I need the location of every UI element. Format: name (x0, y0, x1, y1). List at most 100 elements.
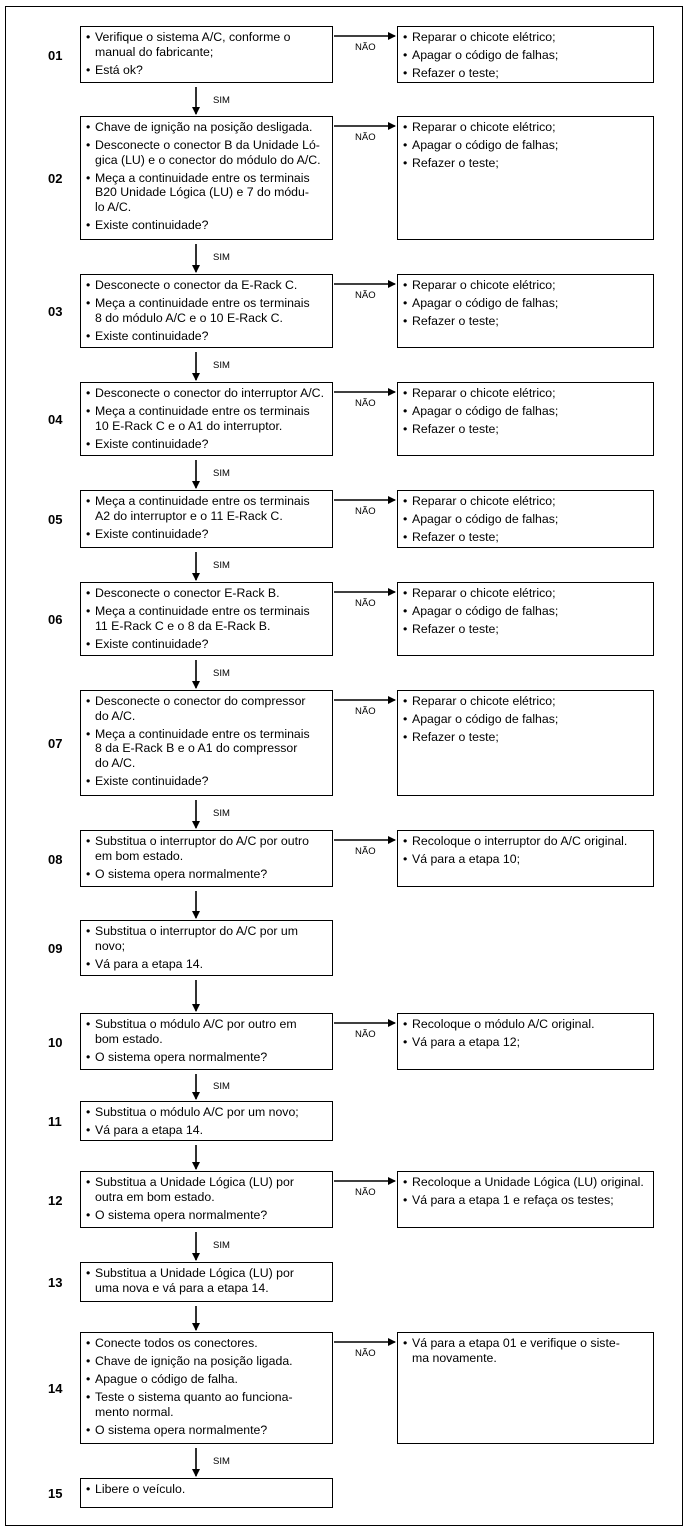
bullet-icon: • (403, 511, 408, 526)
bullet-icon: • (86, 1105, 91, 1119)
bullet-icon: • (86, 120, 91, 134)
yes-label: SIM (213, 468, 230, 479)
item-text: Apagar o código de falhas; (412, 403, 559, 418)
no-label: NÃO (355, 1029, 376, 1040)
bullet-icon: • (86, 278, 91, 292)
step-number: 10 (48, 1034, 63, 1050)
list-item: •Reparar o chicote elétrico; (403, 120, 649, 135)
item-text: Apagar o código de falhas; (412, 137, 559, 152)
item-text: Está ok? (95, 62, 143, 77)
yes-label: SIM (213, 252, 230, 263)
bullet-icon: • (86, 773, 91, 788)
item-text: Teste o sistema quanto ao funciona- ment… (95, 1389, 293, 1419)
list-item: •Refazer o teste; (403, 422, 649, 437)
step-number: 09 (48, 941, 63, 956)
no-action-box: •Reparar o chicote elétrico; • Apagar o có… (397, 116, 654, 240)
bullet-icon: • (403, 1017, 408, 1031)
item-text: Refazer o teste; (412, 621, 499, 636)
step-number: 13 (48, 1275, 63, 1290)
item-text: Existe continuidade? (95, 526, 209, 541)
list-item: •Meça a continuidade entre os terminais … (86, 404, 328, 433)
item-text: Meça a continuidade entre os terminais A… (95, 494, 310, 523)
no-action-box: •Reparar o chicote elétrico;•Apagar o có… (397, 26, 654, 83)
bullet-icon: • (86, 1207, 91, 1222)
step-box: •Chave de ignição na posição desligada.•… (80, 116, 333, 240)
bullet-icon: • (86, 586, 91, 600)
list-item: •O sistema opera normalmente? (86, 1050, 328, 1065)
item-text: Substitua o interruptor do A/C por um no… (95, 924, 299, 953)
no-action-box: •Vá para a etapa 01 e verifique o siste-… (397, 1332, 654, 1444)
list-item: •Vá para a etapa 14. (86, 957, 328, 972)
yes-label: SIM (213, 668, 230, 679)
yes-label: SIM (213, 1080, 230, 1092)
list-item: •Desconecte o conector B da Unidade Ló- … (86, 138, 328, 167)
list-item: •Desconecte o conector da E-Rack C. (86, 278, 328, 293)
item-text: Chave de ignição na posição ligada. (95, 1353, 293, 1368)
item-text: Apagar o código de falhas; (412, 603, 559, 618)
no-label: NÃO (355, 132, 376, 143)
bullet-icon: • (86, 1175, 91, 1189)
list-item: •Reparar o chicote elétrico; (403, 386, 649, 401)
no-action-box: •Recoloque o módulo A/C original.•Vá par… (397, 1013, 654, 1070)
item-text: Substitua a Unidade Lógica (LU) por outr… (95, 1175, 294, 1204)
list-item: •Recoloque a Unidade Lógica (LU) origina… (403, 1175, 649, 1190)
step-box: • Meça a continuidade entre os terminais … (80, 490, 333, 548)
list-item: • Apagar o código de falhas; (403, 604, 649, 619)
list-item: • Existe continuidade? (86, 774, 328, 789)
list-item: •Substitua o módulo A/C por outro em bom… (86, 1017, 328, 1046)
list-item: •Vá para a etapa 1 e refaça os testes; (403, 1193, 649, 1208)
step-box: •Libere o veículo. (80, 1478, 333, 1508)
list-item: •Libere o veículo. (86, 1482, 328, 1497)
item-text: Meça a continuidade entre os terminais 8… (95, 726, 310, 770)
item-text: Recoloque o módulo A/C original. (412, 1017, 595, 1031)
no-action-box: •Reparar o chicote elétrico;•Apagar o có… (397, 490, 654, 548)
step-box: •Desconecte o conector da E-Rack C.•Meça… (80, 274, 333, 348)
list-item: •Meça a continuidade entre os terminais … (86, 494, 328, 523)
list-item: •Apagar o código de falhas; (403, 296, 649, 311)
yes-label: SIM (213, 360, 230, 371)
item-text: Reparar o chicote elétrico; (412, 694, 556, 708)
bullet-icon: • (86, 924, 91, 938)
bullet-icon: • (86, 295, 91, 310)
bullet-icon: • (86, 217, 91, 232)
bullet-icon: • (403, 603, 408, 618)
list-item: •Vá para a etapa 10; (403, 852, 649, 867)
bullet-icon: • (403, 386, 408, 400)
list-item: •Meça a continuidade entre os terminais … (86, 727, 328, 771)
list-item: •Existe continuidade? (86, 637, 328, 652)
list-item: • Recoloque o módulo A/C original. (403, 1017, 649, 1032)
item-text: Libere o veículo. (95, 1482, 186, 1496)
list-item: •O sistema opera normalmente? (86, 1423, 328, 1438)
item-text: Refazer o teste; (412, 529, 499, 544)
item-text: Vá para a etapa 14. (95, 1122, 204, 1137)
item-text: Recoloque o interruptor do A/C original. (412, 834, 628, 848)
bullet-icon: • (403, 155, 408, 170)
no-label: NÃO (355, 1348, 376, 1359)
step-box: • Substitua o interruptor do A/C por um n… (80, 920, 333, 976)
list-item: •Teste o sistema quanto ao funciona- men… (86, 1390, 328, 1419)
bullet-icon: • (403, 694, 408, 708)
item-text: Meça a continuidade entre os terminais 1… (95, 603, 310, 633)
bullet-icon: • (86, 328, 91, 343)
list-item: • Chave de ignição na posição ligada. (86, 1354, 328, 1369)
item-text: Recoloque a Unidade Lógica (LU) original… (412, 1175, 644, 1189)
no-label: NÃO (355, 1187, 376, 1198)
item-text: Reparar o chicote elétrico; (412, 586, 556, 600)
step-box: •Conecte todos os conectores.•Chave de i… (80, 1332, 333, 1444)
item-text: Existe continuidade? (95, 773, 209, 788)
no-label: NÃO (355, 846, 376, 857)
bullet-icon: • (403, 729, 408, 744)
list-item: •Substitua o interruptor do A/C por outr… (86, 834, 328, 863)
bullet-icon: • (403, 295, 408, 310)
item-text: Refazer o teste; (412, 729, 499, 744)
bullet-icon: • (403, 278, 408, 292)
list-item: •Vá para a etapa 01 e verifique o siste-… (403, 1336, 649, 1365)
list-item: •Existe continuidade? (86, 218, 328, 233)
item-text: O sistema opera normalmente? (95, 1049, 268, 1064)
no-label: NÃO (355, 706, 376, 717)
item-text: Meça a continuidade entre os terminais 1… (95, 403, 310, 433)
item-text: Desconecte o conector B da Unidade Ló- g… (95, 137, 321, 167)
bullet-icon: • (86, 526, 91, 541)
list-item: •Chave de ignição na posição desligada. (86, 120, 328, 135)
bullet-icon: • (86, 1353, 91, 1368)
